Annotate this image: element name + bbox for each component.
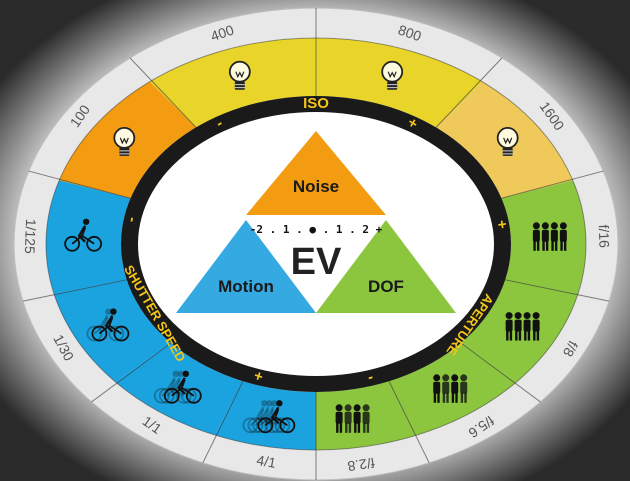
cyclist-icon-1 <box>64 218 103 252</box>
dof-triangle <box>316 220 456 313</box>
people-group-icon-1 <box>532 222 567 251</box>
noise-label: Noise <box>293 177 339 196</box>
tick-iso-400: 400 <box>208 21 235 44</box>
band-outline <box>45 37 587 451</box>
aperture-minus: - <box>366 370 376 388</box>
segment-divider <box>460 342 541 403</box>
ev-scale: -2 . 1 . ● . 1 . 2 + <box>250 223 383 236</box>
segment-divider <box>28 170 131 199</box>
aperture-plus: + <box>493 219 511 230</box>
noise-triangle <box>246 131 386 215</box>
cyclist-icon-3 <box>153 370 202 404</box>
segment-divider <box>435 57 503 128</box>
iso-ring-label: ISO <box>303 95 329 112</box>
segment-divider <box>129 57 197 128</box>
motion-triangle <box>176 220 316 313</box>
segment-icons <box>64 60 567 434</box>
tick-aperture-f8: f/8 <box>560 338 582 359</box>
segment-divider <box>202 381 244 464</box>
shutter-segment-1-125 <box>45 180 131 294</box>
tick-aperture-f2-8: f/2.8 <box>346 455 376 475</box>
cyclist-icon-4 <box>242 400 296 434</box>
tick-shutter-1-125: 1/125 <box>22 219 39 255</box>
segment-divider <box>505 279 610 302</box>
segment-divider <box>91 342 172 403</box>
iso-segment-800 <box>316 38 483 128</box>
lightbulb-icon-3 <box>381 60 404 90</box>
segment-divider <box>22 279 127 302</box>
people-group-icon-2 <box>505 312 540 341</box>
shutter-segment-4-1 <box>214 381 316 450</box>
segment-divider <box>501 170 604 199</box>
segment-divider <box>388 381 430 464</box>
iso-segment-400 <box>149 38 316 128</box>
people-group-icon-3 <box>433 374 468 403</box>
segment-dividers <box>22 8 610 480</box>
cyclist-icon-2 <box>86 308 130 342</box>
lightbulb-icon-2 <box>228 60 251 90</box>
tick-aperture-f16: f/16 <box>596 224 613 248</box>
dof-label: DOF <box>368 277 404 296</box>
lightbulb-icon-4 <box>496 127 519 156</box>
tick-iso-800: 800 <box>396 22 423 45</box>
shutter-minus: - <box>124 216 142 224</box>
lightbulb-icon-1 <box>113 127 136 156</box>
ev-label: EV <box>291 241 342 283</box>
tick-shutter-4-1: 4/1 <box>255 452 277 471</box>
motion-label: Motion <box>218 277 274 296</box>
people-group-icon-4 <box>335 404 370 433</box>
